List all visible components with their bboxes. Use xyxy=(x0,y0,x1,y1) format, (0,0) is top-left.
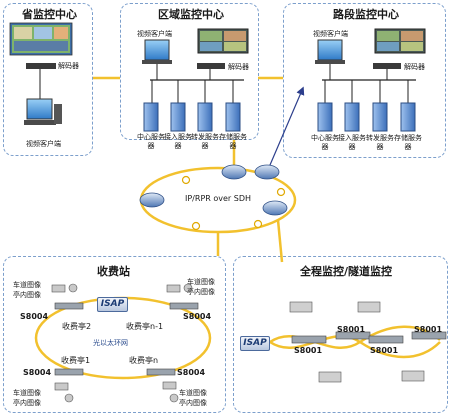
regional-access-server-label: 接入服务器 xyxy=(164,133,192,150)
tunnel-equipment xyxy=(269,301,447,383)
regional-equipment xyxy=(142,28,249,132)
regional-forward-server-label: 转发服务器 xyxy=(191,133,219,150)
road-storage-server-label: 存储服务器 xyxy=(394,134,422,151)
regional-central-server-label: 中心服务器 xyxy=(137,133,165,150)
regional-center-title: 区域监控中心 xyxy=(158,8,224,21)
toll-booth-image-3: 亭内图像 xyxy=(13,399,41,407)
core-ring-label: IP/RPR over SDH xyxy=(185,194,251,203)
toll-switch-label-2: S8004 xyxy=(183,312,212,321)
booth-1-label: 收费亭1 xyxy=(61,356,91,365)
province-center-title: 省监控中心 xyxy=(22,8,77,21)
tunnel-switch-label-2: S8001 xyxy=(337,325,366,334)
province-client-label: 视频客户端 xyxy=(26,140,61,148)
toll-booth-image-2: 亭内图像 xyxy=(187,288,215,296)
toll-switch-label-3: S8004 xyxy=(23,368,52,377)
tunnel-switch-label-1: S8001 xyxy=(294,346,323,355)
center-links xyxy=(93,76,283,168)
toll-station-title: 收费站 xyxy=(97,265,130,278)
toll-booth-image-4: 亭内图像 xyxy=(179,399,207,407)
road-forward-server-label: 转发服务器 xyxy=(366,134,394,151)
toll-lane-image-4: 车道图像 xyxy=(179,389,207,397)
road-central-server-label: 中心服务器 xyxy=(311,134,339,151)
province-decoder-label: 解码器 xyxy=(58,62,79,70)
province-equipment xyxy=(9,22,73,125)
tunnel-isap: ISAP xyxy=(240,336,270,351)
regional-client-label: 视频客户端 xyxy=(137,30,172,38)
toll-station-box xyxy=(3,256,226,413)
toll-lane-image-3: 车道图像 xyxy=(13,389,41,397)
booth-n-label: 收费亭n xyxy=(129,356,159,365)
road-equipment xyxy=(315,28,426,132)
tunnel-switch-label-3: S8001 xyxy=(370,346,399,355)
toll-lane-image-1: 车道图像 xyxy=(13,281,41,289)
toll-lane-image-2: 车道图像 xyxy=(187,278,215,286)
road-center-title: 路段监控中心 xyxy=(333,8,399,21)
booth-2-label: 收费亭2 xyxy=(62,322,92,331)
core-routers xyxy=(139,164,288,216)
booth-n-1-label: 收费亭n-1 xyxy=(126,322,164,331)
regional-storage-server-label: 存储服务器 xyxy=(219,133,247,150)
road-decoder-label: 解码器 xyxy=(404,63,425,71)
toll-booth-image-1: 亭内图像 xyxy=(13,291,41,299)
toll-isap: ISAP xyxy=(97,297,128,312)
road-client-label: 视频客户端 xyxy=(313,30,348,38)
toll-switch-label-4: S8004 xyxy=(177,368,206,377)
core-ring xyxy=(139,86,305,263)
toll-switch-label-1: S8004 xyxy=(20,312,49,321)
road-access-server-label: 接入服务器 xyxy=(338,134,366,151)
regional-decoder-label: 解码器 xyxy=(228,63,249,71)
tunnel-monitoring-title: 全程监控/隧道监控 xyxy=(300,265,393,278)
ring-label: 光以太环网 xyxy=(93,339,128,347)
tunnel-switch-label-4: S8001 xyxy=(414,325,443,334)
